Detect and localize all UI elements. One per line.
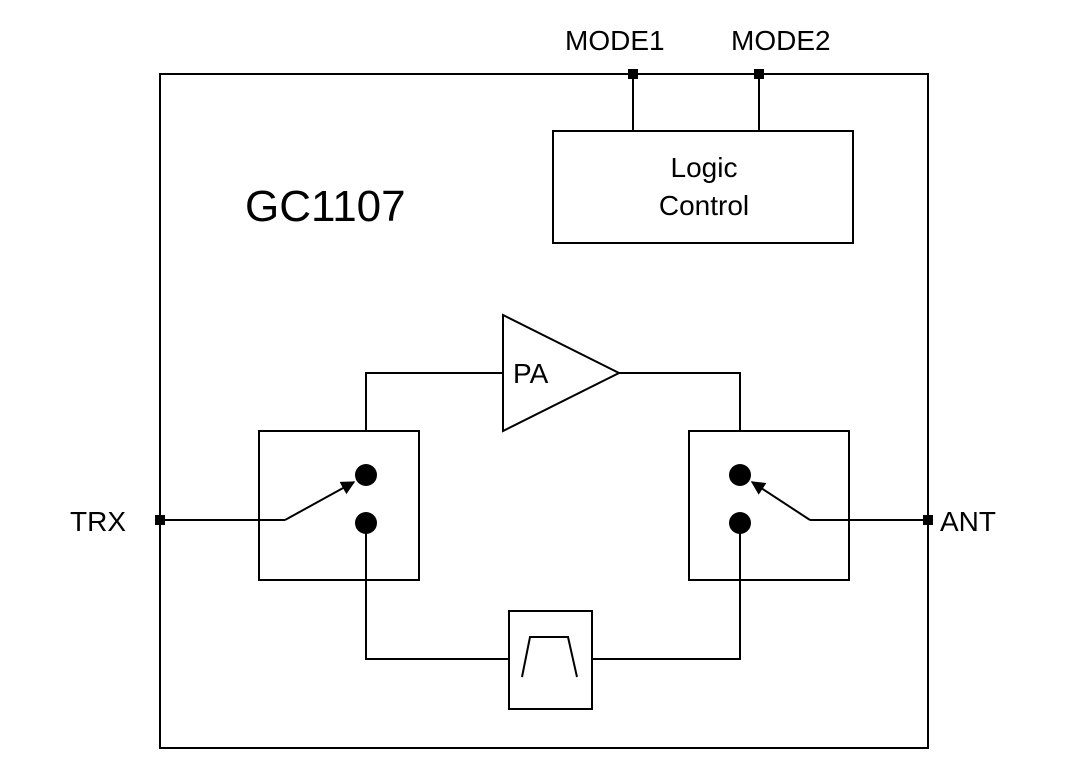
mode2-label: MODE2 [731, 25, 831, 56]
filter-input-wire [365, 523, 509, 660]
power-amplifier: PA [502, 313, 622, 433]
mode1-pin: MODE1 [565, 25, 665, 131]
left-switch-arm [284, 481, 356, 521]
mode1-label: MODE1 [565, 25, 665, 56]
filter-passband-shape [521, 636, 578, 678]
mode2-pin: MODE2 [731, 25, 831, 131]
filter-output-wire [592, 523, 741, 660]
right-switch [688, 430, 850, 581]
chip-name: GC1107 [245, 182, 406, 231]
ant-label: ANT [940, 506, 996, 537]
pa-label: PA [513, 358, 549, 389]
left-switch [258, 430, 420, 581]
mode1-pin-marker [628, 69, 638, 79]
logic-control-block: Logic Control [552, 130, 854, 244]
left-switch-box [258, 430, 420, 581]
trx-label: TRX [70, 506, 126, 537]
right-switch-contact-top [729, 464, 751, 486]
trx-pin-marker [155, 515, 165, 525]
mode2-pin-marker [754, 69, 764, 79]
left-switch-contact-top [355, 464, 377, 486]
logic-control-line1: Logic [671, 152, 738, 183]
bandpass-filter-icon [508, 610, 593, 710]
filter-box [508, 610, 593, 710]
ant-pin-marker [923, 515, 933, 525]
trx-pin: TRX [70, 506, 285, 537]
right-switch-box [688, 430, 850, 581]
right-switch-arm [750, 481, 811, 521]
ant-pin: ANT [810, 506, 996, 537]
logic-control-line2: Control [659, 190, 749, 221]
